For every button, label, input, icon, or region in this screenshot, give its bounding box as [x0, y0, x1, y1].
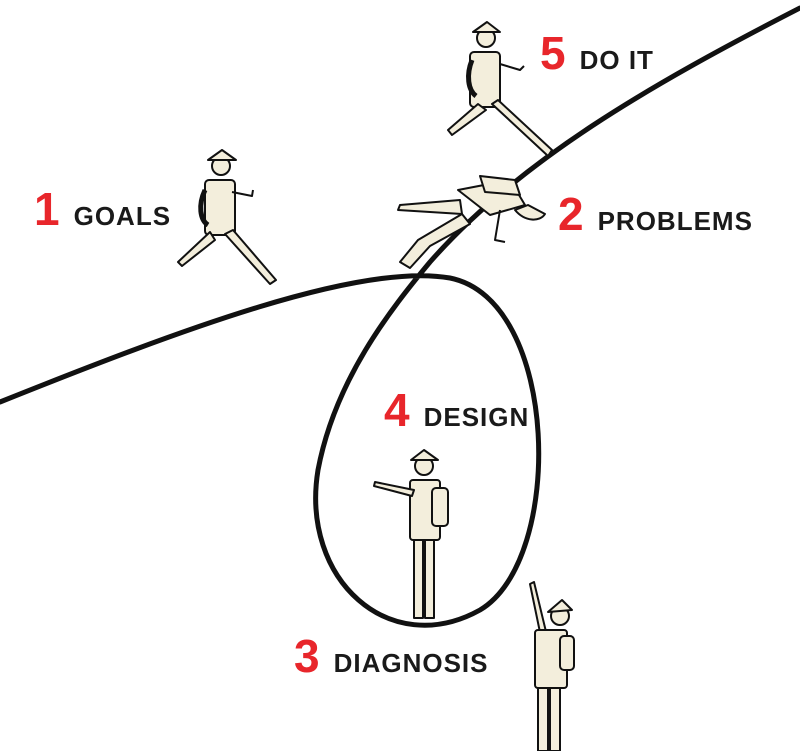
pointing-figure-design: [373, 449, 449, 619]
step-goals: 1 GOALS: [34, 186, 171, 232]
reaching-figure-diagnosis: [529, 581, 575, 751]
runner-figure-do-it: [447, 21, 553, 157]
step-number: 4: [384, 384, 410, 436]
step-label: DO IT: [579, 45, 654, 75]
step-number: 1: [34, 183, 60, 235]
runner-figure-goals: [177, 149, 277, 285]
step-label: GOALS: [73, 201, 172, 231]
step-problems: 2 PROBLEMS: [558, 191, 753, 237]
step-number: 2: [558, 188, 584, 240]
step-label: DIAGNOSIS: [333, 648, 489, 678]
step-label: DESIGN: [423, 402, 530, 432]
journey-path-line: [0, 5, 800, 628]
step-number: 3: [294, 630, 320, 682]
step-do-it: 5 DO IT: [540, 30, 654, 76]
step-diagnosis: 3 DIAGNOSIS: [294, 633, 489, 679]
step-design: 4 DESIGN: [384, 387, 529, 433]
step-number: 5: [540, 27, 566, 79]
step-label: PROBLEMS: [597, 206, 753, 236]
falling-figure-problems: [397, 175, 546, 269]
